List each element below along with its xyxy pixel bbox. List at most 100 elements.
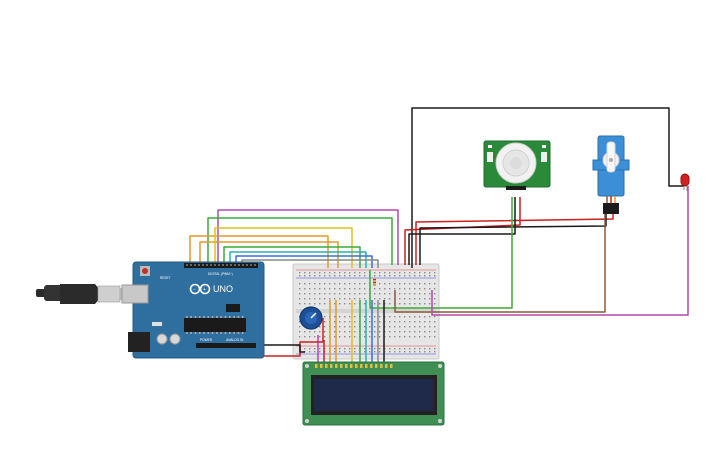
pir-sensor[interactable] xyxy=(483,140,551,190)
hole xyxy=(389,288,391,290)
hole xyxy=(334,272,336,274)
hole xyxy=(379,321,381,323)
hole xyxy=(349,272,351,274)
resistor[interactable] xyxy=(373,278,376,286)
hole xyxy=(339,272,341,274)
hole xyxy=(319,298,321,300)
hole xyxy=(237,332,240,334)
hole xyxy=(399,298,401,300)
hole xyxy=(429,303,431,305)
hole xyxy=(424,293,426,295)
lcd-16x2[interactable] xyxy=(302,361,445,426)
hole xyxy=(389,283,391,285)
hole xyxy=(349,275,351,277)
hole xyxy=(379,336,381,338)
hole xyxy=(207,332,210,334)
hole xyxy=(429,351,431,353)
hole xyxy=(404,331,406,333)
hole xyxy=(344,321,346,323)
hole xyxy=(324,288,326,290)
arduino-uno[interactable]: − + UNO DIGITAL (PWM~) POWER ANALOG IN R… xyxy=(121,261,265,359)
hole xyxy=(329,298,331,300)
hole xyxy=(334,316,336,318)
wire-pir-vcc[interactable] xyxy=(404,197,521,265)
hole xyxy=(194,316,197,318)
hole xyxy=(424,272,426,274)
hole xyxy=(206,264,208,266)
hole xyxy=(394,348,396,350)
hole xyxy=(299,298,301,300)
hole xyxy=(364,321,366,323)
hole xyxy=(374,275,376,277)
wire-d13[interactable] xyxy=(217,209,399,266)
hole xyxy=(304,283,306,285)
hole xyxy=(389,298,391,300)
hole xyxy=(389,275,391,277)
hole xyxy=(424,336,426,338)
wire-d10[interactable] xyxy=(199,241,339,268)
hole xyxy=(374,288,376,290)
hole xyxy=(304,298,306,300)
hole xyxy=(198,332,201,334)
hole xyxy=(315,364,318,368)
wire-servo-gnd[interactable] xyxy=(419,214,607,265)
wire-ground-led[interactable] xyxy=(411,107,684,268)
wire-pir-signal[interactable] xyxy=(369,197,513,309)
power-label: POWER xyxy=(200,338,213,342)
hole xyxy=(364,316,366,318)
led[interactable] xyxy=(680,173,690,191)
hole xyxy=(424,321,426,323)
hole xyxy=(314,293,316,295)
hole xyxy=(434,316,436,318)
hole xyxy=(319,326,321,328)
hole xyxy=(399,275,401,277)
hole xyxy=(354,288,356,290)
hole xyxy=(374,272,376,274)
hole xyxy=(329,288,331,290)
hole xyxy=(334,326,336,328)
hole xyxy=(364,288,366,290)
wire-d8[interactable] xyxy=(223,246,361,268)
hole xyxy=(394,283,396,285)
hole xyxy=(409,283,411,285)
hole xyxy=(424,288,426,290)
hole xyxy=(349,348,351,350)
hole xyxy=(419,275,421,277)
usb-cable[interactable] xyxy=(36,284,134,304)
hole xyxy=(344,293,346,295)
hole xyxy=(349,326,351,328)
potentiometer[interactable] xyxy=(299,306,323,330)
hole xyxy=(314,283,316,285)
hole xyxy=(309,293,311,295)
hole xyxy=(254,264,256,266)
hole xyxy=(354,303,356,305)
hole xyxy=(404,303,406,305)
hole xyxy=(369,348,371,350)
wire-d9[interactable] xyxy=(214,227,353,268)
wire-servo-signal[interactable] xyxy=(394,214,606,313)
wire-d6[interactable] xyxy=(235,255,373,268)
atmega-chip xyxy=(184,318,246,332)
hole xyxy=(424,331,426,333)
hole xyxy=(414,303,416,305)
wire-gnd[interactable] xyxy=(250,344,305,353)
hole xyxy=(374,316,376,318)
digital-header[interactable] xyxy=(184,263,258,268)
hole xyxy=(409,288,411,290)
wire-pir-gnd[interactable] xyxy=(408,197,516,265)
hole xyxy=(359,283,361,285)
hole xyxy=(354,298,356,300)
hole xyxy=(354,348,356,350)
hole xyxy=(241,332,244,334)
hole xyxy=(409,326,411,328)
power-header[interactable] xyxy=(196,343,256,348)
hole xyxy=(379,275,381,277)
servo-motor[interactable] xyxy=(592,135,630,214)
hole xyxy=(224,316,227,318)
hole xyxy=(334,283,336,285)
hole xyxy=(379,303,381,305)
wire-led-signal[interactable] xyxy=(431,186,689,316)
hole xyxy=(299,275,301,277)
hole xyxy=(409,272,411,274)
